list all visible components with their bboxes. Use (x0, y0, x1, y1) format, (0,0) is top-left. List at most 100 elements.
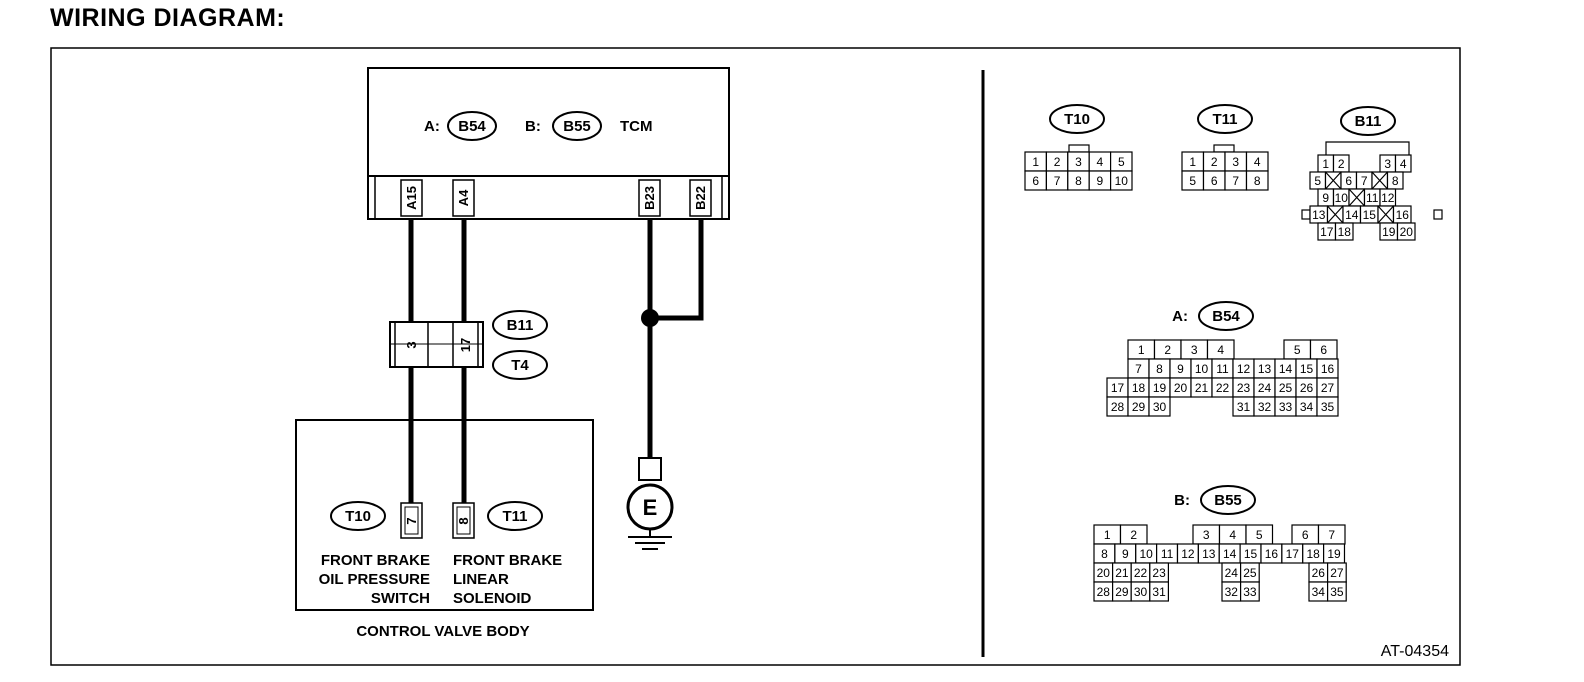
connector-b54-pin-7: 7 (1135, 362, 1142, 376)
connector-b55-pin-11: 11 (1161, 547, 1174, 561)
connector-b55-pin-22: 22 (1134, 566, 1148, 580)
connector-b54-pin-34: 34 (1300, 400, 1314, 414)
connector-b55-pin-12: 12 (1181, 547, 1195, 561)
connector-b54-pin-16: 16 (1321, 362, 1335, 376)
solenoid-label-1: FRONT BRAKE (453, 552, 562, 569)
solenoid-pin: 8 (456, 517, 471, 524)
connector-t10-pin-7: 7 (1054, 174, 1061, 188)
connector-b11-pin-19: 19 (1382, 225, 1396, 239)
connector-b11-code: B11 (1355, 113, 1382, 130)
connector-b54-pin-22: 22 (1216, 381, 1230, 395)
control-valve-body: 7 8 T10 T11 FRONT BRAKE OIL PRESSURE SWI… (295, 419, 594, 640)
connector-b54-pin-10: 10 (1195, 362, 1209, 376)
connector-t11-pin-8: 8 (1254, 174, 1261, 188)
connector-t10-pin-2: 2 (1054, 155, 1061, 169)
connector-b55-pin-25: 25 (1243, 566, 1257, 580)
connector-t11-pin-4: 4 (1254, 155, 1261, 169)
connector-b54-pin-2: 2 (1164, 343, 1171, 357)
tcm-pin-a4: A4 (456, 189, 471, 206)
connector-b55-pin-18: 18 (1306, 547, 1320, 561)
connector-b55-pin-5: 5 (1256, 528, 1263, 542)
tcm-conn-b-code: B55 (563, 118, 591, 135)
tcm-conn-a-prefix: A: (424, 118, 440, 135)
connector-b11-pin-7: 7 (1361, 174, 1368, 188)
connector-b11-pin-16: 16 (1396, 208, 1410, 222)
connector-b55-pin-35: 35 (1330, 585, 1344, 599)
connector-t11-pin-6: 6 (1211, 174, 1218, 188)
connector-t10-pin-4: 4 (1097, 155, 1104, 169)
connector-b54-pin-14: 14 (1279, 362, 1293, 376)
connector-b54-pin-24: 24 (1258, 381, 1272, 395)
connector-b11-pin-4: 4 (1400, 157, 1407, 171)
connector-t10-pin-1: 1 (1032, 155, 1039, 169)
connector-b55-pin-32: 32 (1225, 585, 1239, 599)
switch-label-2: OIL PRESSURE (319, 571, 430, 588)
connector-b55-pin-27: 27 (1330, 566, 1344, 580)
connector-b55-pin-34: 34 (1312, 585, 1326, 599)
connector-b11-pin-8: 8 (1392, 174, 1399, 188)
connector-b11-pin-5: 5 (1314, 174, 1321, 188)
connector-b11-pin-3: 3 (1384, 157, 1391, 171)
tcm-label: TCM (620, 118, 653, 135)
connector-b55-pin-21: 21 (1115, 566, 1129, 580)
connector-b54-pin-35: 35 (1321, 400, 1335, 414)
connector-b55-pin-30: 30 (1134, 585, 1148, 599)
wire-junction (641, 309, 659, 327)
connector-b54-prefix: A: (1172, 308, 1188, 325)
connector-b55-code: B55 (1214, 492, 1242, 509)
connector-b11-pin-14: 14 (1345, 208, 1359, 222)
tcm-pin-b22: B22 (693, 186, 708, 210)
connector-t11-pin-2: 2 (1211, 155, 1218, 169)
harness-connector: 3 17 B11 T4 (389, 310, 548, 380)
connector-b55-pin-28: 28 (1097, 585, 1111, 599)
connector-b55-pin-4: 4 (1229, 528, 1236, 542)
control-valve-body-label: CONTROL VALVE BODY (356, 623, 529, 640)
connector-b54-pin-17: 17 (1111, 381, 1125, 395)
connector-b54-pin-31: 31 (1237, 400, 1251, 414)
connector-b11-pin-1: 1 (1322, 157, 1329, 171)
connector-t11-pin-3: 3 (1232, 155, 1239, 169)
connector-b55-pin-29: 29 (1115, 585, 1129, 599)
connector-b11-pin-6: 6 (1345, 174, 1352, 188)
switch-pin: 7 (404, 517, 419, 524)
connector-b55-pin-10: 10 (1140, 547, 1154, 561)
connector-b11-pin-12: 12 (1381, 191, 1395, 205)
connector-b55-pin-14: 14 (1223, 547, 1237, 561)
connector-b55-pin-6: 6 (1302, 528, 1309, 542)
solenoid-label-2: LINEAR (453, 571, 509, 588)
connector-b55-pin-16: 16 (1265, 547, 1279, 561)
connector-b55-pin-9: 9 (1122, 547, 1129, 561)
connector-t10-pin-6: 6 (1032, 174, 1039, 188)
connector-b54-pin-12: 12 (1237, 362, 1251, 376)
connector-b55-pin-24: 24 (1225, 566, 1239, 580)
ground-symbol: E (626, 457, 674, 550)
connector-b11-pin-17: 17 (1320, 225, 1334, 239)
connector-b54-pin-25: 25 (1279, 381, 1293, 395)
switch-label-3: SWITCH (371, 590, 430, 607)
connector-b54-code: B54 (1212, 308, 1240, 325)
harness-code-t4: T4 (511, 357, 529, 374)
connector-b54-pin-18: 18 (1132, 381, 1146, 395)
connector-b55-pin-26: 26 (1312, 566, 1326, 580)
tcm-pin-a15: A15 (404, 186, 419, 210)
connector-t10-pin-10: 10 (1115, 174, 1129, 188)
page-title: WIRING DIAGRAM: (50, 4, 286, 32)
connector-b54-pin-28: 28 (1111, 400, 1125, 414)
connector-b55-pin-3: 3 (1203, 528, 1210, 542)
connector-b54-pin-5: 5 (1294, 343, 1301, 357)
solenoid-label-3: SOLENOID (453, 590, 532, 607)
connector-b11-pin-20: 20 (1400, 225, 1414, 239)
connector-b54-pin-26: 26 (1300, 381, 1314, 395)
connector-b11-pin-11: 11 (1366, 191, 1379, 205)
connector-b54-pin-29: 29 (1132, 400, 1146, 414)
connector-b11-pin-13: 13 (1312, 208, 1326, 222)
connector-b55-pin-15: 15 (1244, 547, 1258, 561)
switch-label-1: FRONT BRAKE (321, 552, 430, 569)
connector-b11-pin-9: 9 (1322, 191, 1329, 205)
tcm-conn-b-prefix: B: (525, 118, 541, 135)
